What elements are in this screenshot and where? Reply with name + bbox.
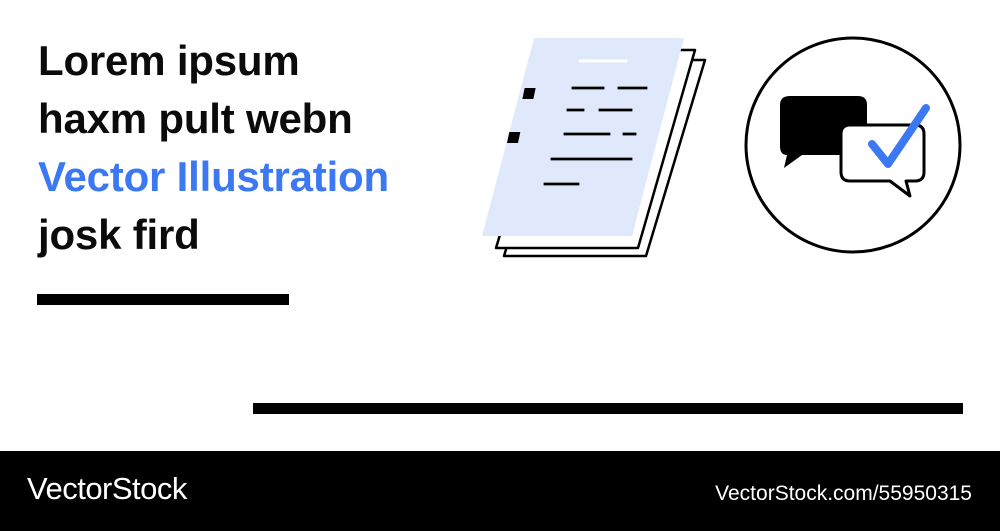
short-divider-bar (37, 294, 289, 305)
headline: Lorem ipsum haxm pult webn Vector Illust… (38, 32, 389, 264)
long-divider-bar (253, 403, 963, 414)
headline-line-3-accent: Vector Illustration (38, 153, 389, 200)
document-stack-icon (482, 38, 707, 258)
bullet-1 (522, 88, 536, 99)
chat-bubbles-checkmark-icon (744, 36, 962, 254)
brand-logo-text: VectorStock (27, 471, 187, 506)
bullet-2 (506, 132, 521, 143)
headline-line-2: haxm pult webn (38, 95, 353, 142)
checkmark-icon (868, 104, 930, 168)
headline-line-4: josk fird (38, 211, 200, 258)
headline-line-1: Lorem ipsum (38, 37, 300, 84)
footer-bar: VectorStock VectorStock.com/55950315 (0, 451, 1000, 531)
image-id-text: VectorStock.com/55950315 (715, 482, 972, 505)
